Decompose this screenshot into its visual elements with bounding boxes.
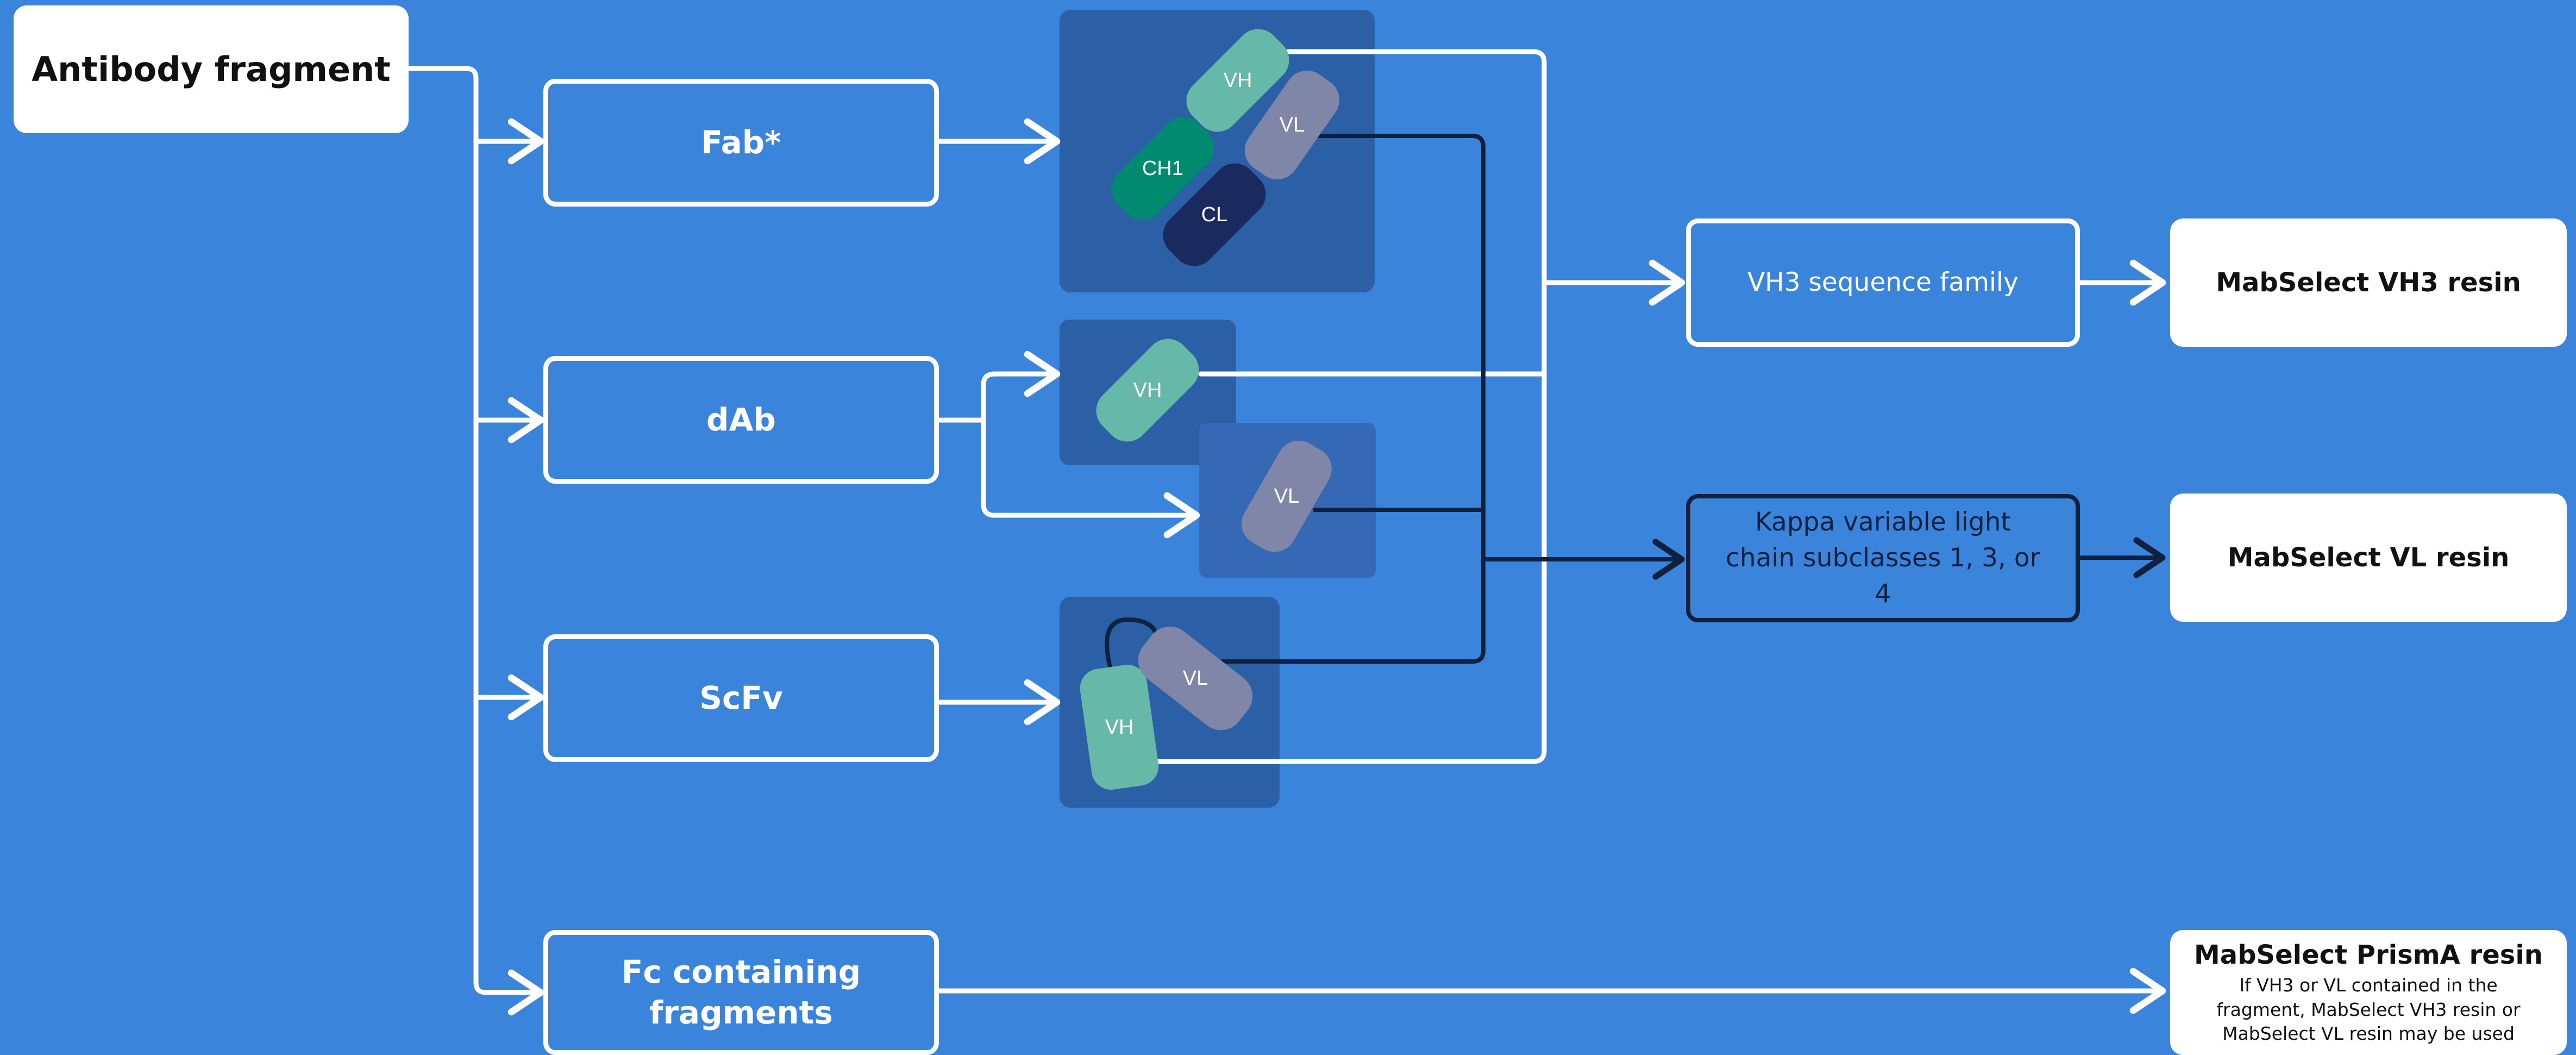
fab-vl-domain <box>1244 70 1340 180</box>
dab-vh-domain <box>1096 339 1199 442</box>
prisma-resin-box: MabSelect PrismA resin If VH3 or VL cont… <box>2170 930 2567 1055</box>
kappa-box: Kappa variable light chain subclasses 1,… <box>1686 494 2080 622</box>
prisma-resin-note: If VH3 or VL contained in the fragment, … <box>2216 975 2521 1045</box>
kappa-label: Kappa variable light chain subclasses 1,… <box>1726 507 2040 609</box>
fab-ch1-label: CH1 <box>1142 157 1183 180</box>
fab-vl-label: VL <box>1280 114 1305 136</box>
vh-line-fab <box>1152 49 1547 764</box>
fab-box: Fab* <box>543 79 939 207</box>
scfv-linker <box>1105 617 1159 673</box>
scfv-label: ScFv <box>699 679 783 716</box>
dab-vh-label: VH <box>1133 379 1162 402</box>
fc-box: Fc containing fragments <box>543 930 939 1055</box>
root-connector <box>406 66 488 995</box>
vl-resin-box: MabSelect VL resin <box>2170 494 2567 622</box>
fab-label: Fab* <box>701 123 781 161</box>
vh3-family-label: VH3 sequence family <box>1747 267 2019 298</box>
fab-vh-domain <box>1186 29 1289 132</box>
arrow-dab-to-vh <box>981 351 1061 423</box>
scfv-vh-label: VH <box>1105 716 1134 739</box>
fab-ch1-domain <box>1111 117 1214 220</box>
vl-resin-label: MabSelect VL resin <box>2227 542 2510 573</box>
scfv-vh-domain <box>1080 665 1159 790</box>
dab-vl-domain <box>1242 440 1332 552</box>
fab-vh-label: VH <box>1224 69 1252 92</box>
prisma-resin-label: MabSelect PrismA resin <box>2194 940 2543 970</box>
dab-vl-label: VL <box>1274 485 1299 508</box>
root-node: Antibody fragment <box>14 5 409 133</box>
scfv-vl-label: VL <box>1183 667 1208 690</box>
vh3-family-box: VH3 sequence family <box>1686 219 2080 347</box>
arrow-dab-to-vl <box>981 417 1200 539</box>
vh3-resin-label: MabSelect VH3 resin <box>2216 267 2521 298</box>
vl-line-fab <box>1220 134 1486 664</box>
root-label: Antibody fragment <box>32 49 391 89</box>
fab-cl-label: CL <box>1201 203 1228 226</box>
dab-box: dAb <box>543 356 939 484</box>
vh3-resin-box: MabSelect VH3 resin <box>2170 219 2567 347</box>
fc-label: Fc containing fragments <box>621 953 861 1031</box>
scfv-vl-domain <box>1138 626 1253 731</box>
dab-label: dAb <box>706 401 776 438</box>
scfv-box: ScFv <box>543 634 939 762</box>
fab-cl-domain <box>1163 163 1266 266</box>
